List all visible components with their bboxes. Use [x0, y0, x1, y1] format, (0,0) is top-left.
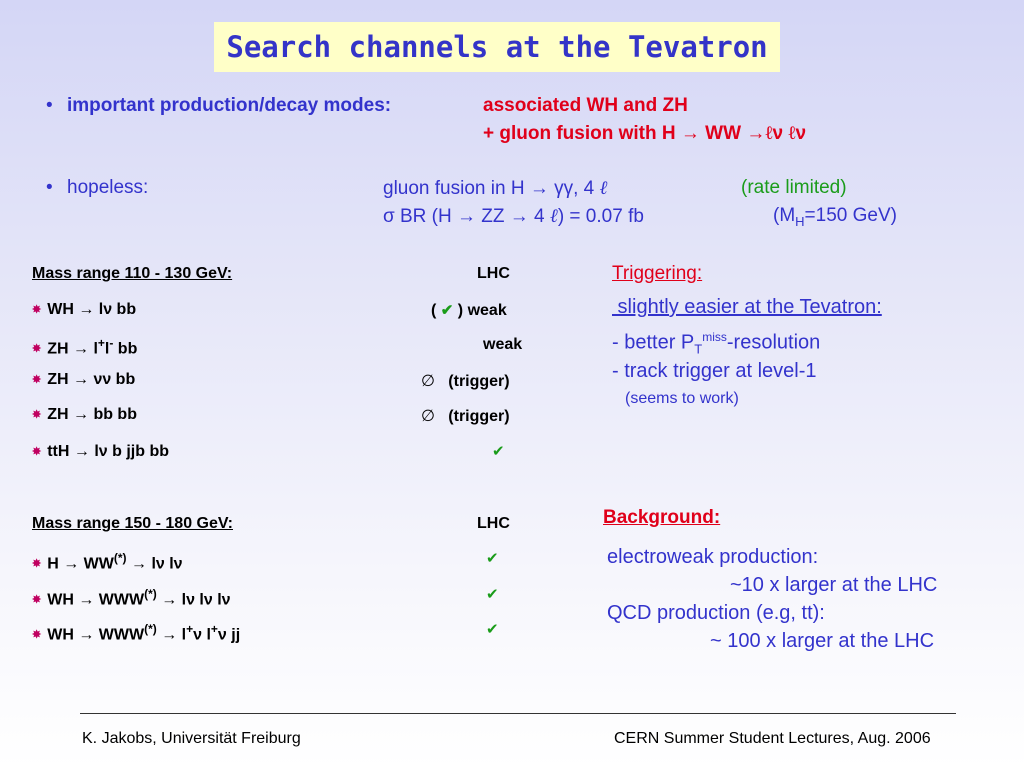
modes-line1: associated WH and ZH	[483, 95, 688, 116]
footer-divider	[80, 713, 956, 714]
footer-left: K. Jakobs, Universität Freiburg	[82, 730, 301, 747]
triggering-line3: - track trigger at level-1	[612, 360, 817, 382]
hopeless-rate-note: (rate limited)	[741, 177, 847, 198]
background-line1: electroweak production:	[607, 546, 819, 568]
triggering-line4: (seems to work)	[625, 390, 739, 407]
table1-row: ✸ZH → l+l- bb	[32, 336, 138, 358]
triggering-heading: Triggering:	[612, 263, 703, 284]
table1-row: ✸ZH → bb bb	[32, 406, 137, 423]
table1-row: ✸WH → lν bb	[32, 301, 137, 318]
checkmark-icon: ✔	[486, 550, 499, 567]
bullet-star-icon: ✸	[32, 629, 42, 642]
background-heading: Background:	[603, 507, 721, 528]
checkmark-icon: ✔	[486, 586, 499, 603]
bullet-star-icon: ✸	[32, 558, 42, 571]
hopeless-line1: gluon fusion in H → γγ, 4 ℓ	[383, 177, 608, 199]
background-line4: ~ 100 x larger at the LHC	[710, 630, 935, 652]
table1-row: ✸ttH → lν b jjb bb	[32, 443, 169, 460]
hopeless-label: hopeless:	[67, 177, 149, 198]
footer-right: CERN Summer Student Lectures, Aug. 2006	[614, 730, 931, 747]
bullet-star-icon: ✸	[32, 409, 42, 421]
triggering-line1: slightly easier at the Tevatron:	[612, 296, 882, 318]
table2-row: ✸WH → WWW(*) → l+ν l+ν jj	[32, 622, 241, 644]
table1-row-status: ∅ (trigger)	[421, 406, 510, 425]
bullet-star-icon: ✸	[32, 343, 42, 356]
hopeless-line2: σ BR (H → ZZ → 4 ℓ) = 0.07 fb	[383, 205, 644, 227]
modes-line2: + gluon fusion with H → WW →ℓν ℓν	[483, 122, 807, 144]
table2-row: ✸WH → WWW(*) → lν lν lν	[32, 587, 231, 609]
triggering-line2: - better PTmiss-resolution	[612, 330, 821, 357]
table2-row: ✸H → WW(*) → lν lν	[32, 551, 183, 573]
modes-label: important production/decay modes:	[67, 95, 392, 116]
background-line3: QCD production (e.g, tt):	[607, 602, 825, 624]
table1-header: Mass range 110 - 130 GeV:LHC	[32, 265, 510, 282]
background-line2: ~10 x larger at the LHC	[730, 574, 938, 596]
bullet-star-icon: ✸	[32, 304, 42, 316]
hopeless-bullet: •	[46, 177, 53, 198]
empty-set-icon: ∅	[421, 371, 435, 390]
table1-row-status: weak	[483, 336, 523, 353]
table1-row-status: ∅ (trigger)	[421, 371, 510, 390]
table1-row: ✸ZH → νν bb	[32, 371, 136, 388]
checkmark-icon: ✔	[486, 621, 499, 638]
bullet-star-icon: ✸	[32, 374, 42, 386]
bullet-star-icon: ✸	[32, 594, 42, 607]
bullet-star-icon: ✸	[32, 446, 42, 458]
checkmark-icon: ✔	[440, 302, 454, 319]
table1-row-status: ( ✔ ) weak	[431, 302, 507, 319]
hopeless-mass-note: (MH=150 GeV)	[773, 205, 897, 229]
table2-header: Mass range 150 - 180 GeV:LHC	[32, 515, 510, 532]
checkmark-icon: ✔	[492, 443, 505, 460]
empty-set-icon: ∅	[421, 406, 435, 425]
modes-bullet: •	[46, 95, 53, 116]
slide-title: Search channels at the Tevatron	[214, 22, 780, 72]
